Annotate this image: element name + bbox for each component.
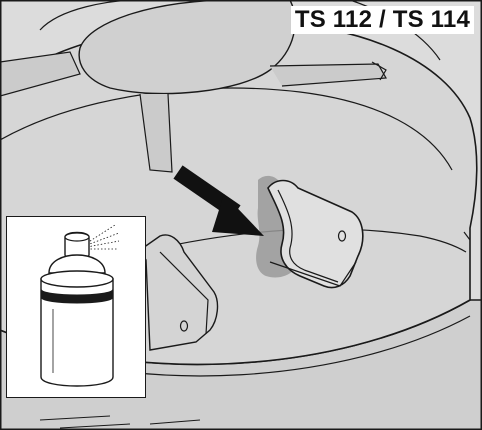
right-edge-detail (463, 231, 471, 241)
spoke-right-tip (371, 61, 387, 81)
can-shoulder (48, 254, 106, 274)
right-bracket-base (269, 261, 357, 287)
arrow-down-right-icon (173, 165, 264, 236)
left-bracket-face (159, 251, 209, 335)
right-bracket-hole (337, 230, 347, 242)
spoke-right (269, 63, 387, 87)
spray-can-icon (40, 224, 120, 387)
plate-lower-rim (149, 228, 467, 253)
spoke-left (0, 51, 81, 97)
left-bracket (139, 234, 219, 351)
spray-inset (6, 216, 146, 398)
model-label: TS 112 / TS 114 (290, 6, 474, 34)
can-band (40, 288, 114, 304)
can-body (40, 278, 114, 387)
spoke-center (139, 93, 173, 173)
plate-rim (0, 87, 453, 171)
spray-mist (86, 224, 120, 250)
right-bracket-inner (277, 189, 339, 283)
left-bracket-hole (179, 320, 189, 332)
floor-lines (39, 415, 201, 429)
